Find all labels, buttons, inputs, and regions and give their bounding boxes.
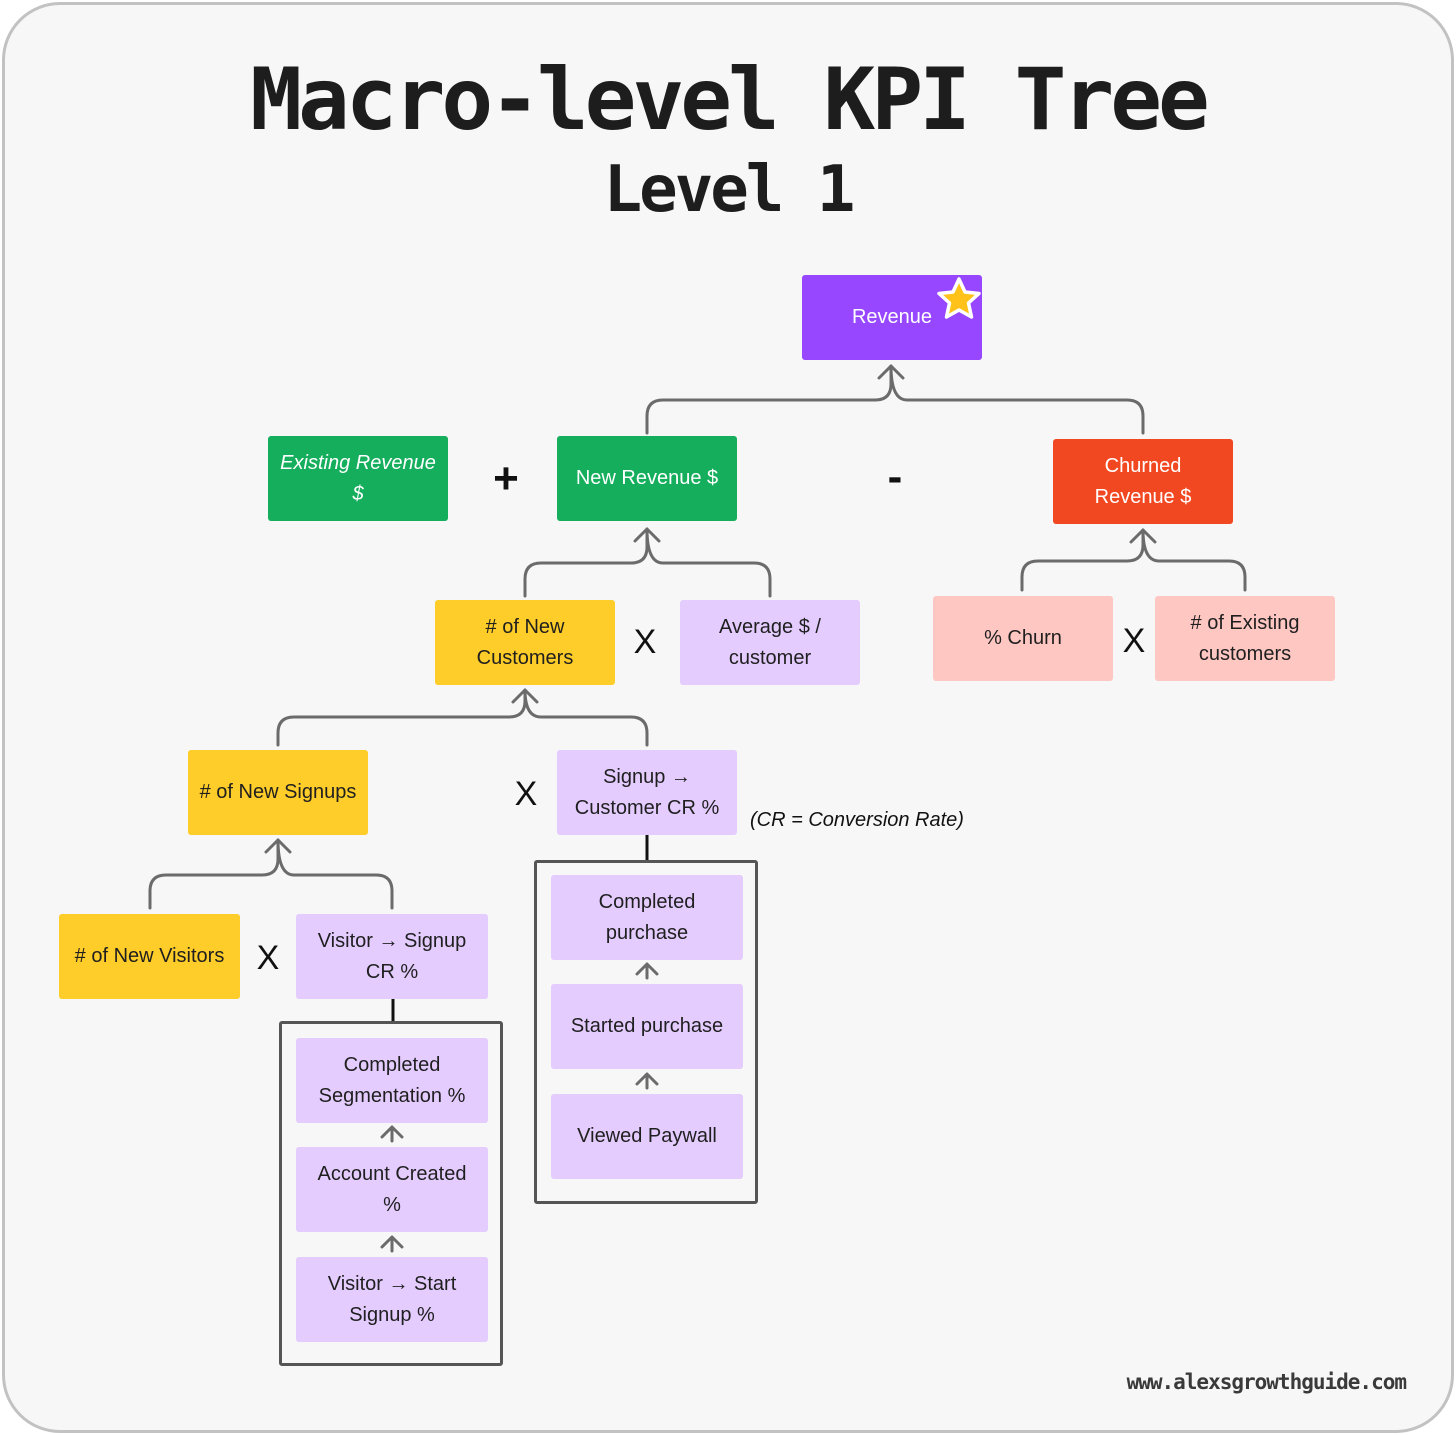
branch-connector — [1020, 528, 1247, 592]
diagram-title: Macro-level KPI Tree — [250, 50, 1210, 150]
node-new-revenue[interactable]: New Revenue $ — [557, 436, 737, 521]
node-new-signups[interactable]: # of New Signups — [188, 750, 368, 835]
branch-connector — [148, 838, 394, 910]
signup-funnel-group — [279, 1021, 503, 1366]
times-operator: X — [633, 623, 657, 661]
node-viewed-paywall[interactable]: Viewed Paywall — [551, 1094, 743, 1179]
node-new-visitors[interactable]: # of New Visitors — [59, 914, 240, 999]
times-operator: X — [514, 775, 538, 813]
arrow-up-icon — [635, 962, 659, 980]
arrow-up-icon — [264, 838, 292, 854]
branch-connector — [523, 527, 772, 598]
node-churned-revenue[interactable]: Churned Revenue $ — [1053, 439, 1233, 524]
node-signup-customer-cr[interactable]: Signup → Customer CR % — [557, 750, 737, 835]
node-completed-segmentation[interactable]: Completed Segmentation % — [296, 1038, 488, 1123]
arrow-up-icon — [1129, 528, 1157, 544]
times-operator: X — [256, 939, 280, 977]
node-visitor-signup-cr[interactable]: Visitor → Signup CR % — [296, 914, 488, 999]
arrow-up-icon — [633, 527, 661, 543]
diagram-subtitle: Level 1 — [603, 153, 856, 227]
times-operator: X — [1122, 622, 1146, 660]
branch-connector — [645, 364, 1145, 435]
purchase-funnel-group — [534, 860, 758, 1204]
star-icon — [937, 277, 981, 319]
node-started-purchase[interactable]: Started purchase — [551, 984, 743, 1069]
branch-connector — [276, 688, 649, 747]
minus-operator: - — [887, 452, 903, 501]
node-existing-revenue[interactable]: Existing Revenue $ — [268, 436, 448, 521]
arrow-up-icon — [635, 1072, 659, 1090]
plus-operator: + — [493, 454, 519, 503]
node-churn-percent[interactable]: % Churn — [933, 596, 1113, 681]
node-completed-purchase[interactable]: Completed purchase — [551, 875, 743, 960]
arrow-up-icon — [380, 1235, 404, 1253]
node-revenue[interactable]: Revenue — [802, 275, 982, 360]
node-existing-customers[interactable]: # of Existing customers — [1155, 596, 1335, 681]
node-account-created[interactable]: Account Created % — [296, 1147, 488, 1232]
cr-footnote: (CR = Conversion Rate) — [750, 809, 964, 831]
website-watermark: www.alexsgrowthguide.com — [1126, 1370, 1407, 1394]
arrow-up-icon — [511, 688, 539, 704]
arrow-up-icon — [380, 1125, 404, 1143]
arrow-up-icon — [877, 364, 905, 380]
node-visitor-start-signup[interactable]: Visitor → Start Signup % — [296, 1257, 488, 1342]
node-average-per-customer[interactable]: Average $ / customer — [680, 600, 860, 685]
node-new-customers[interactable]: # of New Customers — [435, 600, 615, 685]
